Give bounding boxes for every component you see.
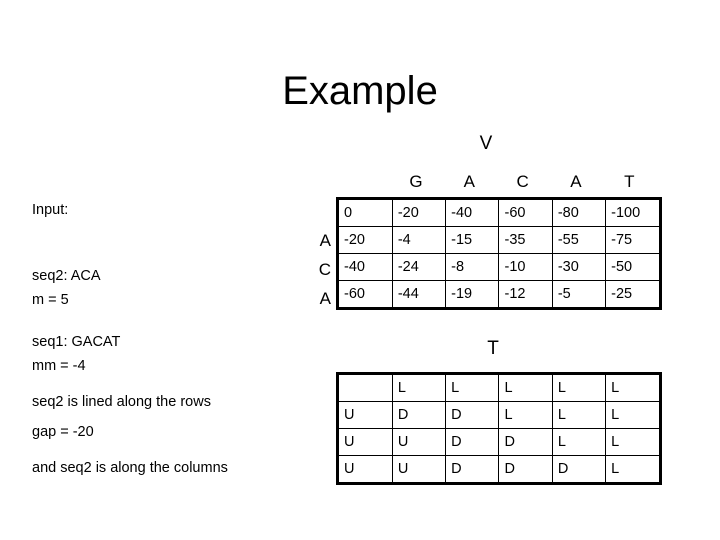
matrix-v-column-header-4: A [570,172,582,191]
matrix-v-cell-0-1: -20 [391,200,447,227]
input-line-seq1: seq1: GACAT [32,334,121,350]
matrix-t-table: L L L L L U D D L L L U U D D L L [336,372,662,485]
matrix-v-cell-0-0: 0 [339,200,393,227]
table-row: U U D D D L [339,455,659,482]
matrix-v-row-labels: A C A [305,197,331,313]
matrix-v-cell-1-2: -15 [445,226,500,254]
matrix-v-cell-2-1: -24 [391,253,447,281]
matrix-t-cell-2-4: L [551,428,607,456]
input-line-seq2: seq2: ACA [32,268,101,284]
note-line-rows: seq2 is lined along the rows [32,394,211,410]
matrix-v-cell-2-4: -30 [551,253,607,281]
matrix-t-cell-3-0: U [339,455,393,482]
matrix-t-cell-1-0: U [339,401,393,429]
matrix-v-table: 0 -20 -40 -60 -80 -100 -20 -4 -15 -35 -5… [336,197,662,310]
matrix-v-row-label-2: C [318,260,331,279]
matrix-t-cell-3-5: L [605,455,659,482]
matrix-v-cell-0-3: -60 [498,200,553,227]
matrix-v-cell-2-3: -10 [498,253,553,281]
parameters-text-block: m = 5 mm = -4 gap = -20 [32,245,94,465]
matrix-v-cell-3-0: -60 [339,280,393,307]
matrix-v-label: V [479,133,493,154]
matrix-t-cell-2-5: L [605,428,659,456]
matrix-t-cell-2-1: U [391,428,447,456]
matrix-v-row-label-3: A [319,289,331,308]
matrix-t-cell-0-4: L [551,375,607,402]
matrix-t-cell-0-3: L [498,375,553,402]
table-row: -60 -44 -19 -12 -5 -25 [339,280,659,307]
matrix-v-cell-1-3: -35 [498,226,553,254]
matrix-t-cell-2-0: U [339,428,393,456]
matrix-v-cell-3-4: -5 [551,280,607,307]
matrix-v-row-label-1: A [319,231,331,250]
matrix-v-cell-3-3: -12 [498,280,553,307]
matrix-v-cell-3-1: -44 [391,280,447,307]
table-row: -40 -24 -8 -10 -30 -50 [339,253,659,281]
matrix-t-cell-0-0 [339,375,393,402]
matrix-t-cell-3-4: D [551,455,607,482]
note-line-columns: and seq2 is along the columns [32,460,228,476]
matrix-v-cell-3-5: -25 [605,280,659,307]
matrix-t-cell-1-4: L [551,401,607,429]
matrix-v-column-header-2: A [463,172,475,191]
matrix-v-column-header-1: G [409,172,423,191]
matrix-v-column-header-0 [336,171,389,195]
matrix-t-cell-3-2: D [445,455,500,482]
matrix-t-label: T [487,338,499,359]
input-text-block: Input: seq2: ACA seq1: GACAT [32,155,120,375]
matrix-v-cell-1-4: -55 [551,226,607,254]
matrix-v-cell-1-1: -4 [391,226,447,254]
matrix-t-cell-1-2: D [445,401,500,429]
matrix-v-cell-2-0: -40 [339,253,393,281]
table-row: U D D L L L [339,401,659,429]
param-line-match: m = 5 [32,292,69,308]
matrix-t-cell-1-5: L [605,401,659,429]
matrix-v-cell-1-5: -75 [605,226,659,254]
matrix-t-cell-0-1: L [391,375,447,402]
table-row: -20 -4 -15 -35 -55 -75 [339,226,659,254]
table-row: 0 -20 -40 -60 -80 -100 [339,200,659,227]
matrix-t-cell-1-3: L [498,401,553,429]
matrix-v-cell-2-5: -50 [605,253,659,281]
matrix-v-column-header-3: C [516,172,529,191]
matrix-v-cell-0-4: -80 [551,200,607,227]
matrix-t-cell-1-1: D [391,401,447,429]
table-row: U U D D L L [339,428,659,456]
matrix-t-cell-2-3: D [498,428,553,456]
matrix-v-row-label-0 [305,197,331,226]
matrix-v-cell-0-5: -100 [605,200,659,227]
param-line-mismatch: mm = -4 [32,358,86,374]
matrix-t-cell-2-2: D [445,428,500,456]
matrix-t-cell-3-1: U [391,455,447,482]
matrix-v-column-headers: G A C A T [336,171,656,195]
matrix-v-column-header-5: T [624,172,635,191]
table-row: L L L L L [339,375,659,402]
param-line-gap: gap = -20 [32,424,94,440]
orientation-note-text-block: seq2 is lined along the rows and seq2 is… [32,347,228,501]
matrix-t-cell-3-3: D [498,455,553,482]
matrix-v-cell-3-2: -19 [445,280,500,307]
matrix-t-cell-0-2: L [445,375,500,402]
matrix-v-cell-1-0: -20 [339,226,393,254]
page-title: Example [282,69,438,113]
matrix-v-cell-0-2: -40 [445,200,500,227]
input-line-label: Input: [32,202,69,218]
matrix-t-cell-0-5: L [605,375,659,402]
matrix-v-cell-2-2: -8 [445,253,500,281]
